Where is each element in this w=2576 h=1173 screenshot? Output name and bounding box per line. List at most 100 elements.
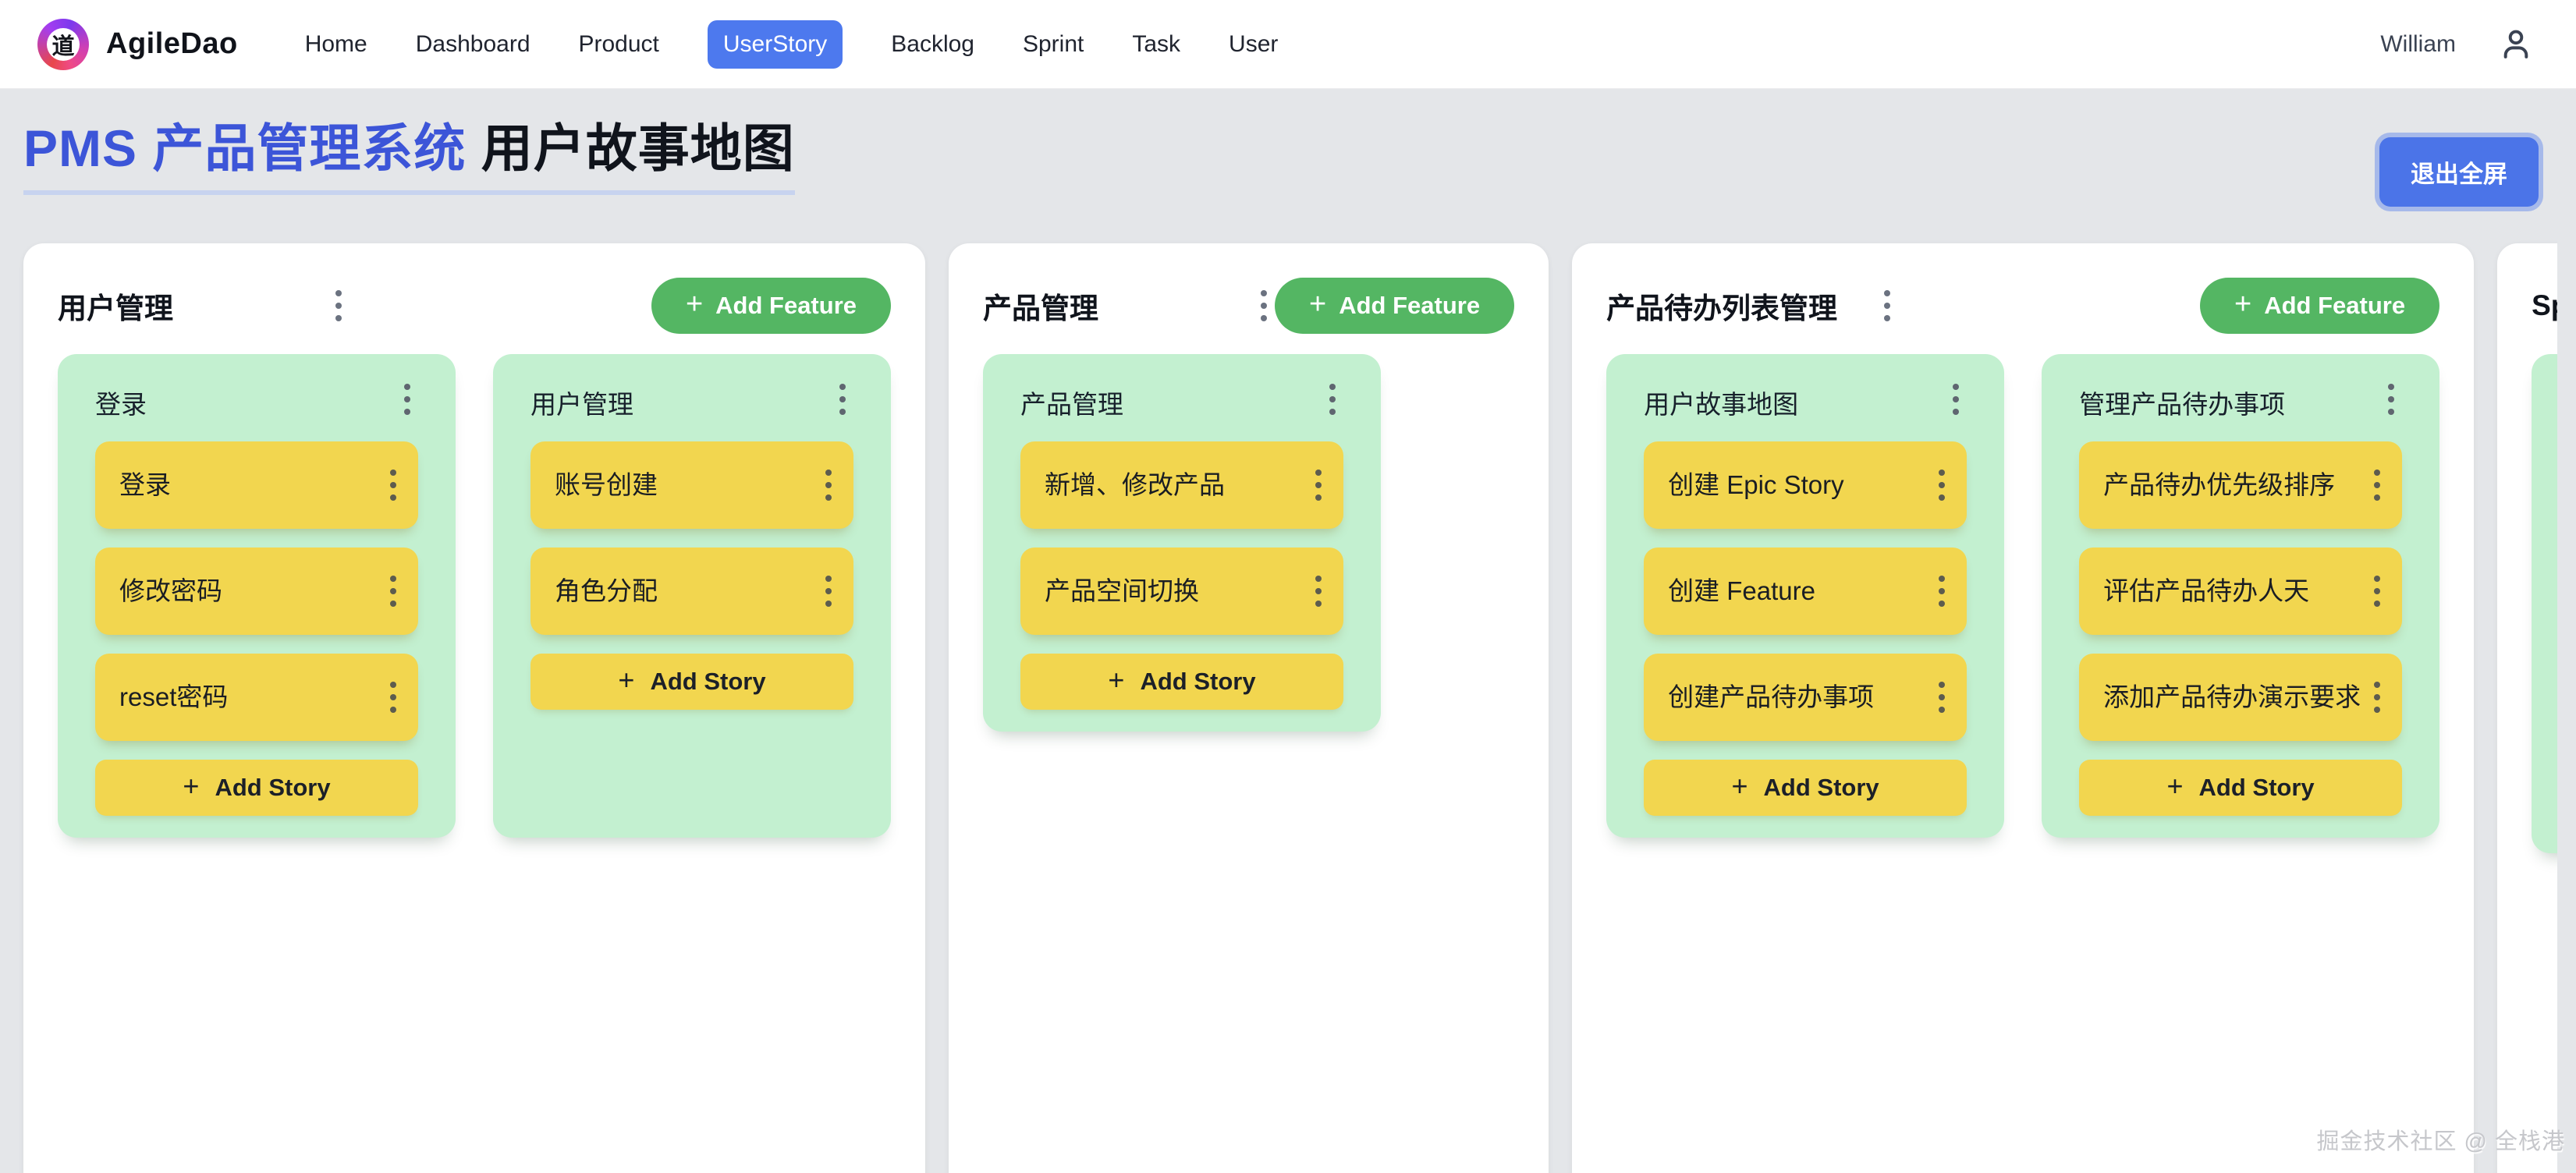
nav-item-home[interactable]: Home [305, 33, 367, 56]
story-card[interactable]: 创建 Feature [1644, 548, 1967, 635]
add-story-label: Add Story [2199, 774, 2315, 802]
exit-fullscreen-button[interactable]: 退出全屏 [2379, 137, 2539, 207]
story-map-board: 用户管理 + Add Feature 登录 登录 修改密码 reset密码 + … [0, 243, 2557, 1173]
story-card[interactable]: 创建 Epic Story [1644, 441, 1967, 529]
story-title: 登录 [119, 465, 171, 505]
epic-title: 产品待办列表管理 [1606, 285, 1876, 327]
epic-kebab-menu-icon[interactable] [1876, 282, 1898, 329]
add-feature-label: Add Feature [715, 292, 857, 320]
nav-item-sprint[interactable]: Sprint [1023, 33, 1084, 56]
feature-kebab-menu-icon[interactable] [1322, 381, 1343, 418]
epic-card: 产品待办列表管理 + Add Feature 用户故事地图 创建 Epic St… [1572, 243, 2474, 1173]
story-card[interactable]: 角色分配 [530, 548, 853, 635]
add-story-button[interactable]: + Add Story [1644, 760, 1967, 816]
add-story-button[interactable]: + Add Story [1020, 654, 1343, 710]
story-card[interactable]: 产品待办优先级排序 [2079, 441, 2402, 529]
story-title: 新增、修改产品 [1045, 465, 1225, 505]
story-kebab-menu-icon[interactable] [818, 466, 839, 504]
feature-kebab-menu-icon[interactable] [2380, 381, 2402, 418]
story-card[interactable]: 添加产品待办演示要求 [2079, 654, 2402, 741]
feature-kebab-menu-icon[interactable] [1945, 381, 1967, 418]
nav-item-product[interactable]: Product [579, 33, 659, 56]
nav-item-task[interactable]: Task [1132, 33, 1180, 56]
page-title: PMS 产品管理系统 用户故事地图 [23, 115, 795, 195]
nav-item-userstory[interactable]: UserStory [708, 20, 843, 69]
feature-list: 用户故事地图 创建 Epic Story 创建 Feature 创建产品待办事项… [1606, 354, 2439, 838]
story-card[interactable]: reset密码 [95, 654, 418, 741]
add-story-label: Add Story [1764, 774, 1879, 802]
username: William [2380, 31, 2456, 58]
story-kebab-menu-icon[interactable] [1931, 572, 1953, 610]
epic-card: Sp + Add Feature 创 + Add Story [2497, 243, 2557, 1173]
add-feature-label: Add Feature [1339, 292, 1480, 320]
feature-card: 用户管理 账号创建 角色分配 + Add Story [493, 354, 891, 838]
story-title: 修改密码 [119, 571, 222, 611]
story-kebab-menu-icon[interactable] [2366, 466, 2388, 504]
nav-item-label: Dashboard [416, 31, 530, 57]
story-title: 创建 Feature [1668, 571, 1815, 611]
feature-card: 登录 登录 修改密码 reset密码 + Add Story [58, 354, 456, 838]
epic-title: 用户管理 [58, 285, 328, 327]
feature-title: 用户故事地图 [1644, 381, 1798, 421]
add-story-button[interactable]: + Add Story [530, 654, 853, 710]
epic-header: 产品待办列表管理 + Add Feature [1606, 278, 2439, 334]
story-card[interactable]: 账号创建 [530, 441, 853, 529]
story-kebab-menu-icon[interactable] [1308, 572, 1329, 610]
story-kebab-menu-icon[interactable] [2366, 572, 2388, 610]
story-list: 登录 修改密码 reset密码 [95, 441, 418, 741]
app-logo: 道 [37, 19, 89, 70]
story-card[interactable]: 登录 [95, 441, 418, 529]
feature-header: 产品管理 [1020, 381, 1343, 421]
add-story-button[interactable]: + Add Story [95, 760, 418, 816]
plus-icon: + [2234, 289, 2251, 319]
epic-title: 产品管理 [983, 285, 1253, 327]
nav-item-label: Home [305, 31, 367, 57]
story-kebab-menu-icon[interactable] [1931, 679, 1953, 716]
add-feature-button[interactable]: + Add Feature [2200, 278, 2439, 334]
user-account-button[interactable] [2496, 25, 2535, 64]
story-kebab-menu-icon[interactable] [818, 572, 839, 610]
story-title: 添加产品待办演示要求 [2103, 677, 2361, 718]
story-card[interactable]: 修改密码 [95, 548, 418, 635]
nav-item-label: Sprint [1023, 31, 1084, 57]
story-kebab-menu-icon[interactable] [382, 466, 404, 504]
story-title: 产品待办优先级排序 [2103, 465, 2335, 505]
add-feature-label: Add Feature [2264, 292, 2405, 320]
epic-kebab-menu-icon[interactable] [328, 282, 349, 329]
plus-icon: + [183, 772, 199, 800]
feature-header: 登录 [95, 381, 418, 421]
story-kebab-menu-icon[interactable] [382, 679, 404, 716]
add-feature-button[interactable]: + Add Feature [1275, 278, 1514, 334]
story-kebab-menu-icon[interactable] [1308, 466, 1329, 504]
epic-kebab-menu-icon[interactable] [1253, 282, 1275, 329]
story-kebab-menu-icon[interactable] [2366, 679, 2388, 716]
feature-title: 管理产品待办事项 [2079, 381, 2285, 421]
feature-title: 登录 [95, 381, 147, 421]
header-right: William [2380, 25, 2535, 64]
add-feature-button[interactable]: + Add Feature [651, 278, 891, 334]
feature-kebab-menu-icon[interactable] [832, 381, 853, 418]
story-title: 角色分配 [555, 571, 658, 611]
story-card[interactable]: 评估产品待办人天 [2079, 548, 2402, 635]
story-card[interactable]: 新增、修改产品 [1020, 441, 1343, 529]
story-kebab-menu-icon[interactable] [382, 572, 404, 610]
nav-item-backlog[interactable]: Backlog [891, 33, 974, 56]
main-nav: Home Dashboard Product UserStory Backlog Spri… [305, 20, 1279, 69]
feature-list: 产品管理 新增、修改产品 产品空间切换 + Add Story [983, 354, 1514, 732]
story-card[interactable]: 创建产品待办事项 [1644, 654, 1967, 741]
story-kebab-menu-icon[interactable] [1931, 466, 1953, 504]
feature-header: 用户管理 [530, 381, 853, 421]
feature-card: 管理产品待办事项 产品待办优先级排序 评估产品待办人天 添加产品待办演示要求 +… [2042, 354, 2439, 838]
story-title: 账号创建 [555, 465, 658, 505]
nav-item-label: UserStory [723, 31, 827, 57]
add-story-button[interactable]: + Add Story [2079, 760, 2402, 816]
plus-icon: + [686, 289, 703, 319]
nav-item-dashboard[interactable]: Dashboard [416, 33, 530, 56]
add-story-label: Add Story [650, 668, 765, 696]
plus-icon: + [1309, 289, 1326, 319]
brand-name: AgileDao [106, 27, 238, 61]
story-card[interactable]: 产品空间切换 [1020, 548, 1343, 635]
feature-card: 用户故事地图 创建 Epic Story 创建 Feature 创建产品待办事项… [1606, 354, 2004, 838]
nav-item-user[interactable]: User [1229, 33, 1278, 56]
feature-kebab-menu-icon[interactable] [396, 381, 418, 418]
